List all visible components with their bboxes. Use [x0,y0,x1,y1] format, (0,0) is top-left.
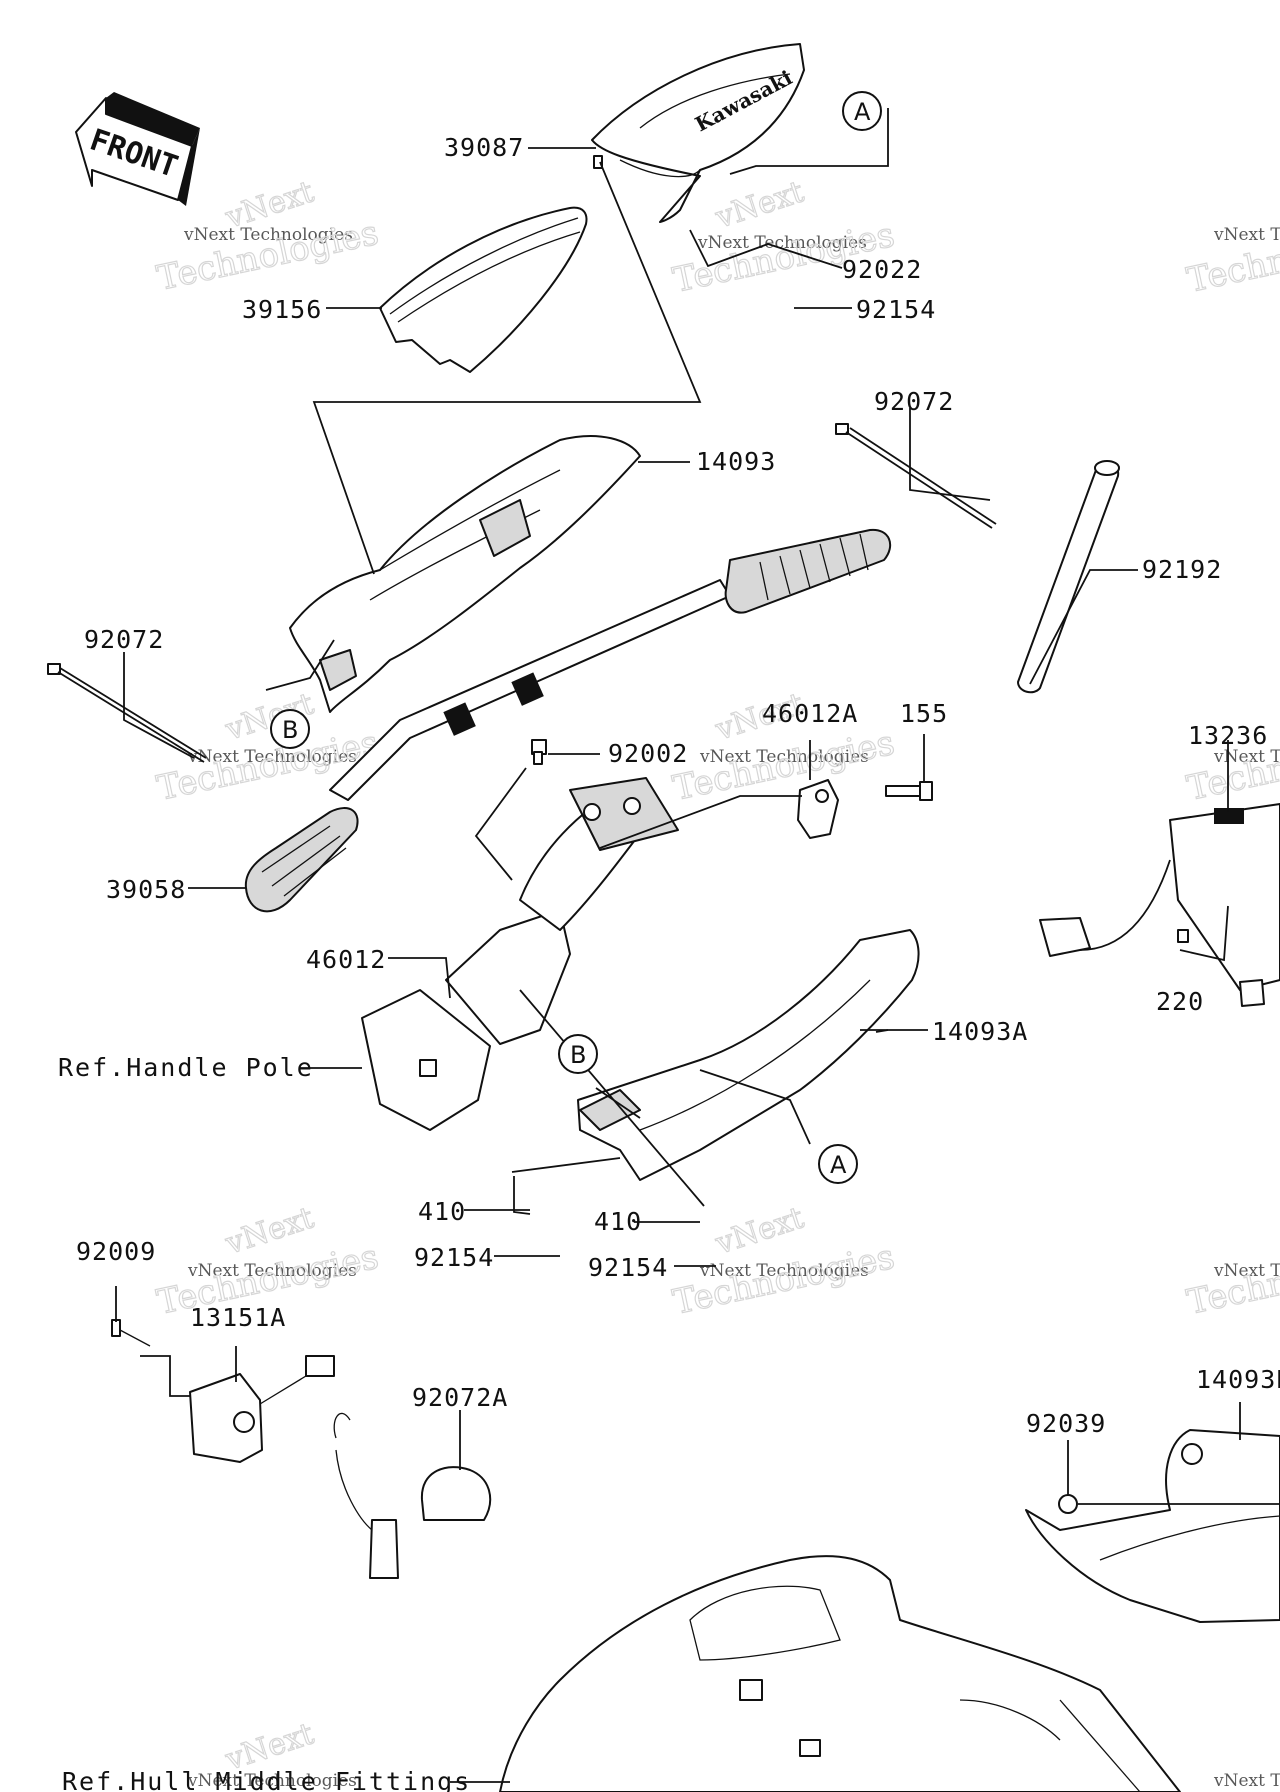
callout-14093A: 14093A [932,1017,1028,1046]
marker-a-bottom: A [818,1144,858,1184]
callout-92072: 92072 [874,387,954,416]
callout-92072-left: 92072 [84,625,164,654]
svg-text:vNext Technologies: vNext Technologies [697,233,867,253]
callout-46012A: 46012A [762,699,858,728]
switch-13236-part [1039,803,1280,991]
upper-handle-cover-part [289,435,641,713]
switch-13151A-part [189,1355,335,1463]
cable-tie-upper [835,423,997,529]
lanyard-clip-part [333,1412,492,1579]
seat-cushion-part [379,206,588,373]
bolt-92002-icon [531,739,547,765]
callout-labels: 39087 39156 92022 92154 92072 14093 9219… [76,133,1280,1438]
screw-92009-icon [111,1319,151,1347]
cable-tie-left [47,663,207,763]
svg-text:vNext Technologies: vNext Technologies [1213,225,1280,245]
svg-text:B: B [570,1041,586,1069]
callout-410-left: 410 [418,1197,466,1226]
svg-text:vNext Technologies: vNext Technologies [187,1261,357,1281]
svg-text:B: B [282,716,298,744]
handlebar-part [244,528,892,913]
svg-text:vNext Technologies: vNext Technologies [699,747,869,767]
callout-14093B: 14093B [1196,1365,1280,1394]
callout-92009: 92009 [76,1237,156,1266]
clip-92039-icon [1058,1494,1078,1514]
callout-92154: 92154 [856,295,936,324]
marker-b-center: B [558,1034,598,1074]
callout-220: 220 [1156,987,1204,1016]
svg-text:vNext Technologies: vNext Technologies [1213,1771,1280,1791]
top-cover-part: Kawasaki [591,43,805,223]
connector-220-part [1177,929,1265,1007]
leader-lines [115,108,1280,1783]
svg-text:A: A [854,98,871,126]
callout-92022: 92022 [842,255,922,284]
callout-46012: 46012 [306,945,386,974]
callout-39058: 39058 [106,875,186,904]
svg-text:vNext: vNext [711,1201,808,1262]
callout-92192: 92192 [1142,555,1222,584]
svg-text:vNext Technologies: vNext Technologies [1213,747,1280,767]
callout-92039: 92039 [1026,1409,1106,1438]
callout-410-right: 410 [594,1207,642,1236]
callout-92154-left: 92154 [414,1243,494,1272]
svg-text:vNext Technologies: vNext Technologies [187,747,357,767]
ref-hull-middle-fittings: Ref.Hull Middle Fittings [62,1767,471,1792]
callout-13151A: 13151A [190,1303,286,1332]
lower-handle-cover-part [577,929,920,1181]
callout-92154-right: 92154 [588,1253,668,1282]
svg-text:vNext: vNext [711,175,808,236]
svg-text:A: A [830,1151,847,1179]
steering-column-part [361,777,679,1131]
callout-39156: 39156 [242,295,322,324]
marker-a-top: A [842,91,882,131]
callout-39087: 39087 [444,133,524,162]
svg-text:vNext Technologies: vNext Technologies [1213,1261,1280,1281]
marker-b-left: B [270,709,310,749]
svg-text:vNext Technologies: vNext Technologies [187,1771,357,1791]
callout-155: 155 [900,699,948,728]
svg-text:vNext Technologies: vNext Technologies [699,1261,869,1281]
svg-text:vNext Technologies: vNext Technologies [183,225,353,245]
callout-92002: 92002 [608,739,688,768]
clamp-part [797,779,839,839]
callout-14093: 14093 [696,447,776,476]
ref-handle-pole: Ref.Handle Pole [58,1053,314,1082]
callout-92072A: 92072A [412,1383,508,1412]
side-cover-14093B-part [1025,1429,1280,1623]
callout-13236: 13236 [1188,721,1268,750]
bolt-155-icon [885,781,933,801]
front-arrow-icon: FRONT [75,92,200,206]
svg-text:Technologies: Technologies [670,1237,898,1323]
svg-text:Technologies: Technologies [1184,1237,1280,1323]
tube-part [1017,460,1120,694]
hull-part [499,1555,1181,1792]
